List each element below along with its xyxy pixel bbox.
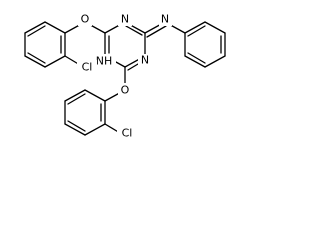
bond-ph-d xyxy=(204,55,226,68)
bond-c4-n-exo-double xyxy=(146,25,167,38)
molecule-structure: O N N NH N O Cl Cl xyxy=(24,12,226,140)
bond-ar1-d-double xyxy=(27,52,46,64)
bond-ar2-d-double xyxy=(67,120,86,132)
bond-n3-c4-double xyxy=(125,25,143,36)
bond-ar1-b-double xyxy=(27,25,46,37)
bond-ar2-d xyxy=(64,123,86,136)
bond-ar1-b xyxy=(24,21,46,34)
atom-cl-bottom: Cl xyxy=(122,127,133,140)
bond-ar2-b xyxy=(64,89,86,102)
bond-ph-e-double xyxy=(187,52,206,64)
atom-labels: O N N NH N O Cl Cl xyxy=(77,12,172,140)
bond-ar2-a xyxy=(84,89,106,102)
atom-n-ring-bottom: N xyxy=(141,54,149,67)
bond-ph-b xyxy=(204,21,226,34)
bonds xyxy=(24,21,226,136)
atom-o-bottom: O xyxy=(121,84,130,97)
atom-n-ring-top: N xyxy=(121,13,129,26)
atom-o-top: O xyxy=(81,13,90,26)
bond-ar2-e xyxy=(84,123,106,136)
atom-n-exo: N xyxy=(161,13,169,26)
bond-ph-a-double xyxy=(187,25,206,37)
atom-nh-ring: NH xyxy=(96,55,113,68)
bond-ph-e xyxy=(184,55,206,68)
bond-ar1-a xyxy=(44,21,66,34)
bond-ar1-d xyxy=(24,55,46,68)
bond-ar2-b-double xyxy=(67,93,86,105)
bond-ph-a xyxy=(184,21,206,34)
atom-cl-top: Cl xyxy=(82,61,93,74)
bond-ar1-e xyxy=(44,55,66,68)
